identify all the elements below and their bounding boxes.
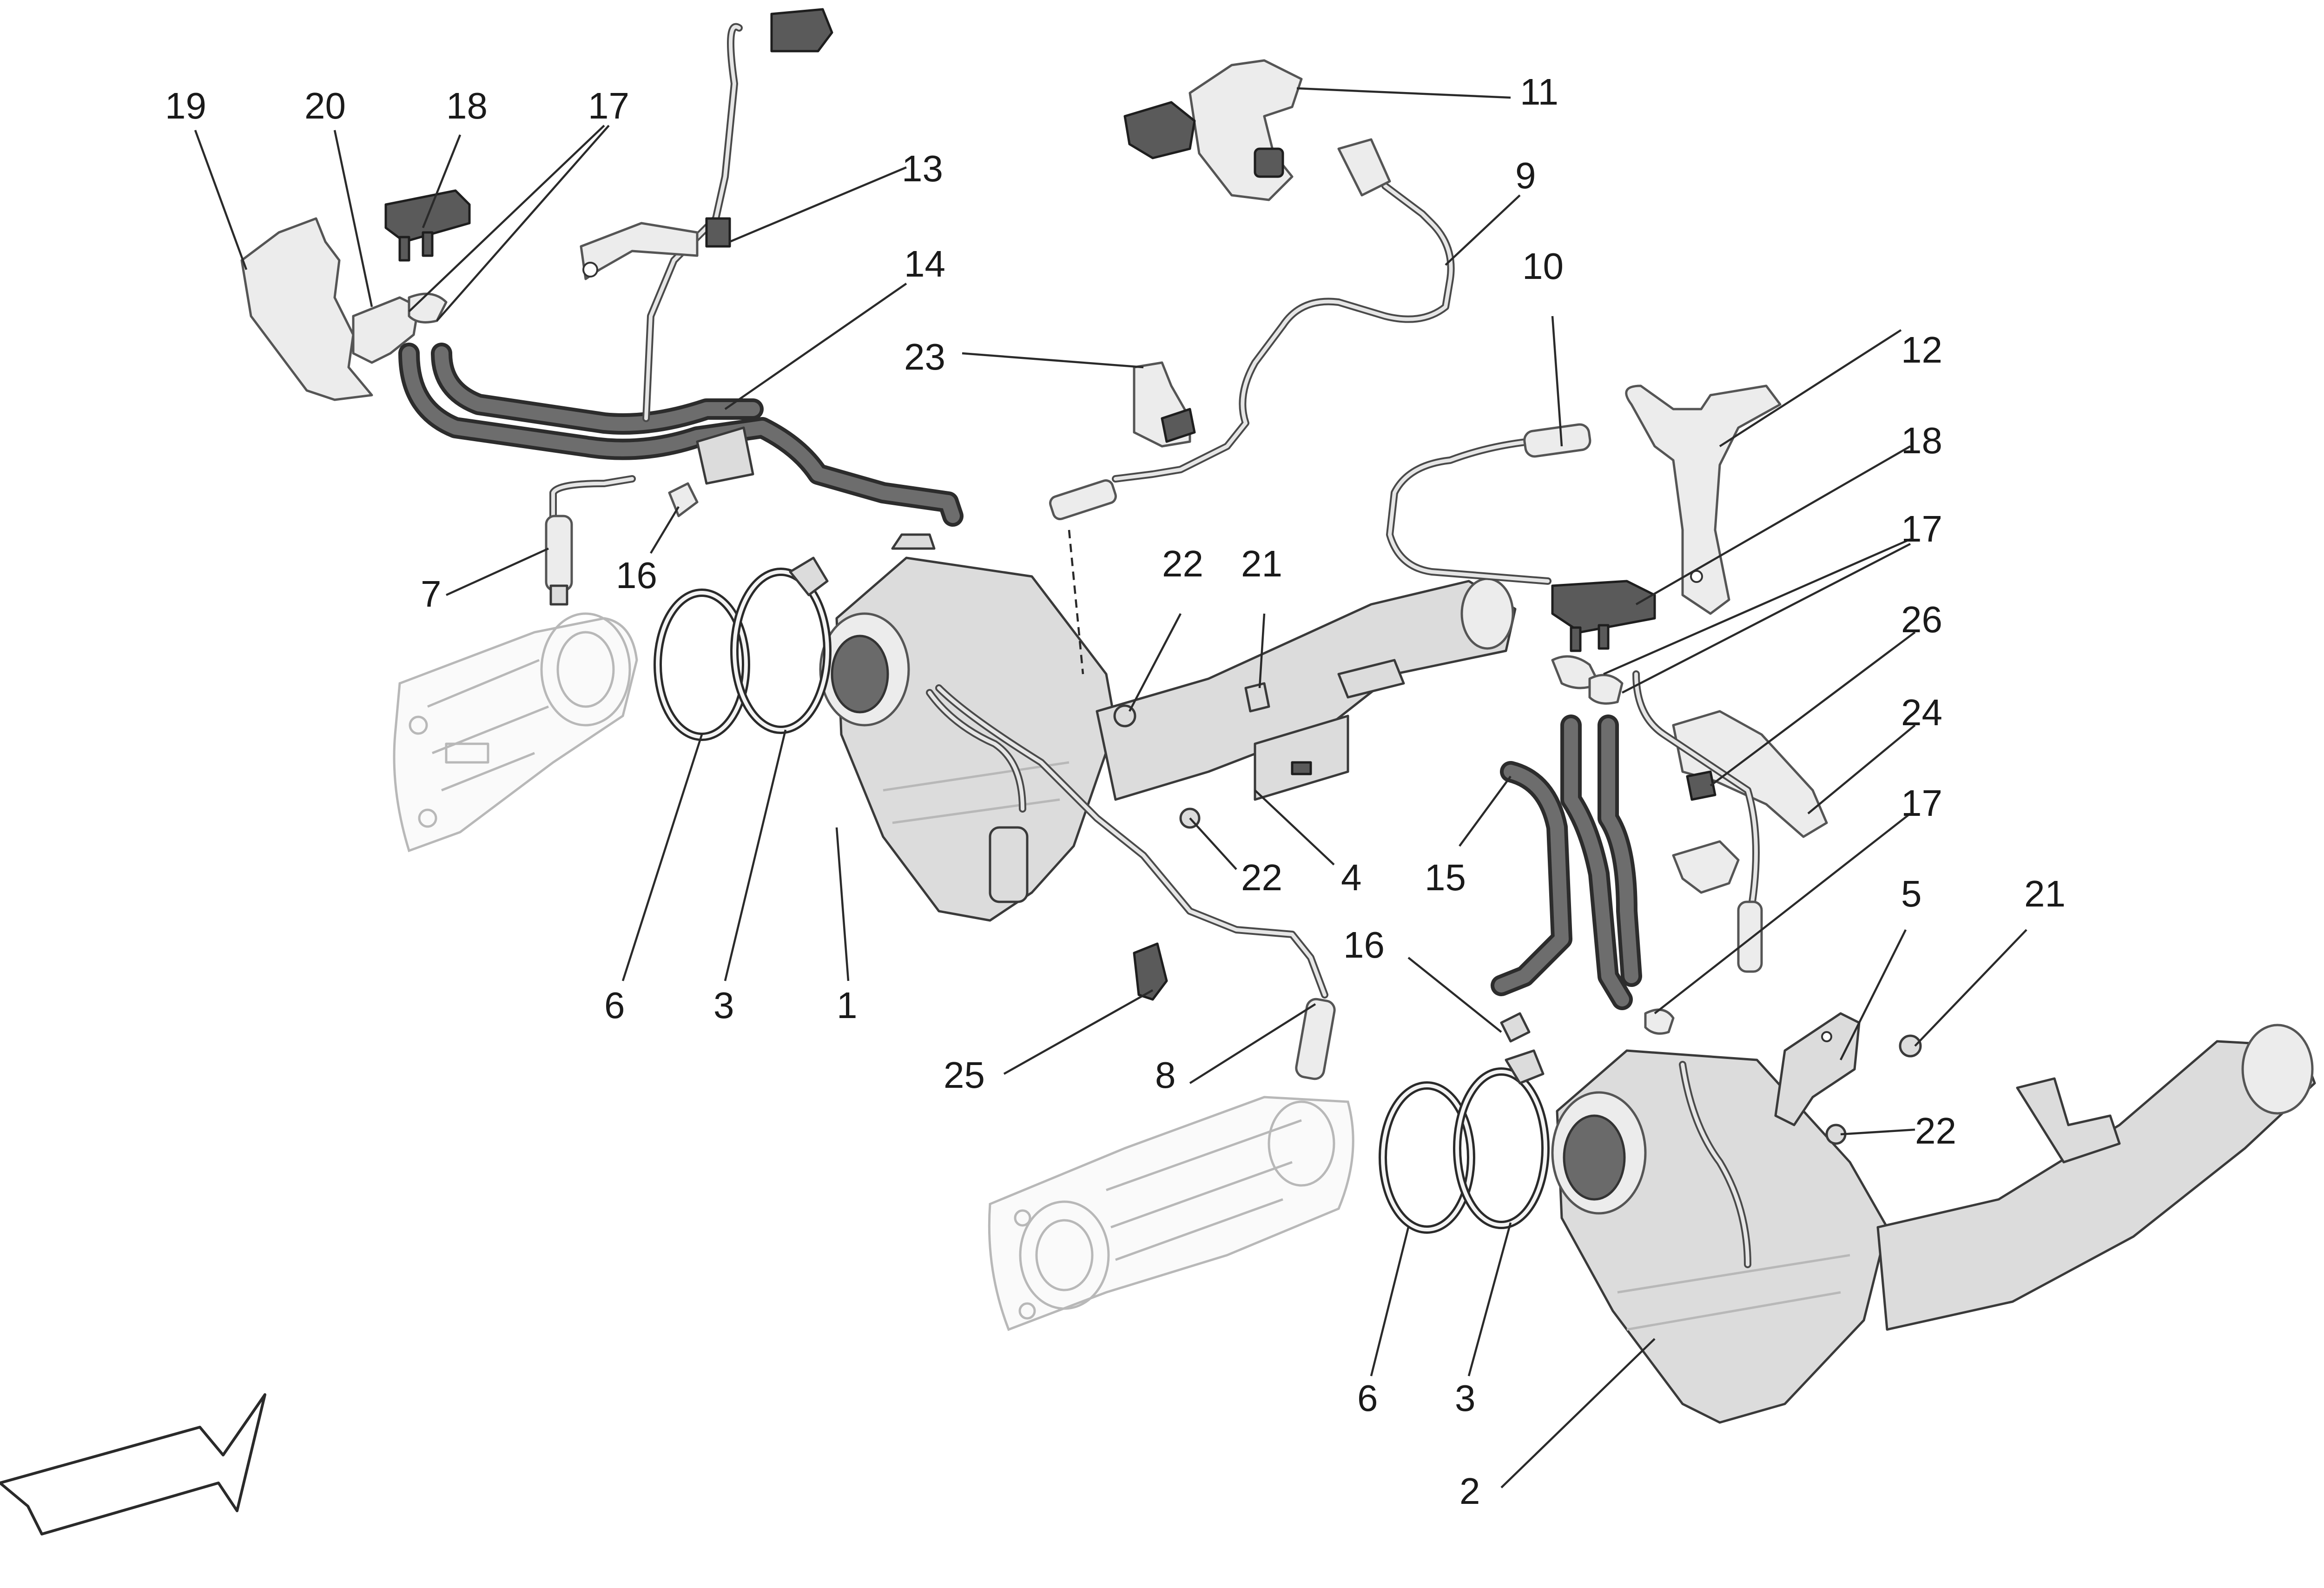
part-3-clamp-ring-upper — [730, 556, 832, 734]
callout-12: 12 — [1901, 329, 1942, 371]
part-17-clamp-upper — [408, 292, 448, 324]
part-8-lambda-sensor — [935, 684, 1336, 1080]
callout-18-upper: 18 — [446, 85, 488, 126]
callout-26: 26 — [1901, 599, 1942, 640]
part-2-catalytic-converter — [1551, 1024, 2316, 1424]
callout-8: 8 — [1155, 1054, 1176, 1096]
callout-4: 4 — [1341, 857, 1362, 898]
part-3-clamp-ring-lower — [1453, 1049, 1550, 1229]
part-5-bracket — [1774, 1012, 1861, 1126]
sensor-wire-right — [1632, 670, 1763, 973]
callout-23: 23 — [904, 336, 945, 377]
callout-1: 1 — [837, 985, 858, 1026]
part-1-catalytic-converter — [819, 533, 1117, 922]
callout-5: 5 — [1901, 873, 1922, 914]
part-7-lambda-sensor — [545, 475, 636, 606]
callout-22-lower: 22 — [1915, 1110, 1956, 1151]
part-21-bolt-upper — [1244, 682, 1270, 713]
part-17-clamp-lower — [1644, 1008, 1675, 1035]
callout-24: 24 — [1901, 692, 1942, 733]
callout-labels: 1 2 3 3 4 5 6 6 7 8 9 10 11 12 13 14 15 … — [165, 71, 2066, 1512]
callout-16-upper: 16 — [616, 555, 657, 596]
callout-7: 7 — [421, 573, 442, 615]
callout-10: 10 — [1522, 245, 1564, 287]
leader-lines — [194, 87, 2027, 1489]
callout-3-lower: 3 — [1455, 1377, 1476, 1419]
part-18-pressure-sensor-lower — [1551, 580, 1656, 652]
part-15-hose-assembly — [1491, 715, 1642, 1010]
callout-6-upper: 6 — [604, 985, 625, 1026]
part-18-pressure-sensor-upper — [384, 189, 471, 262]
callout-25: 25 — [944, 1054, 985, 1096]
callout-9: 9 — [1515, 155, 1536, 196]
callout-11: 11 — [1520, 71, 1558, 112]
part-20-bracket — [352, 296, 420, 364]
part-6-gasket-ring-lower — [1379, 1081, 1475, 1234]
part-10-lambda-sensor — [1386, 423, 1591, 585]
part-23-bracket — [1133, 361, 1196, 448]
part-4-exhaust-pipe — [1096, 577, 1517, 801]
part-13-sensor-wire — [580, 8, 833, 422]
part-24-bracket — [1672, 710, 1828, 894]
part-16-clip-lower — [1500, 1012, 1531, 1043]
callout-2: 2 — [1459, 1470, 1480, 1512]
part-11-bracket — [1123, 59, 1303, 201]
callout-22-middle: 22 — [1241, 857, 1282, 898]
part-19-bracket — [240, 217, 373, 401]
callout-6-lower: 6 — [1357, 1377, 1378, 1419]
part-9-lambda-sensor — [1049, 138, 1455, 521]
callout-3-upper: 3 — [713, 985, 734, 1026]
callout-14: 14 — [904, 243, 945, 285]
callout-17-right: 17 — [1901, 508, 1942, 549]
callout-22-upper: 22 — [1162, 543, 1203, 584]
ghost-manifold-right — [988, 1096, 1354, 1331]
part-25-clip — [1133, 942, 1168, 1001]
callout-13: 13 — [902, 148, 943, 189]
part-17-clamp-right — [1551, 655, 1624, 705]
direction-arrow-icon — [0, 1393, 266, 1535]
part-14-hose-assembly — [398, 343, 964, 527]
part-26-clip — [1686, 770, 1717, 801]
callout-17-lower: 17 — [1901, 782, 1942, 824]
callout-17-upper: 17 — [588, 85, 629, 126]
callout-19: 19 — [165, 85, 206, 126]
part-21-bolt-lower — [1899, 1034, 1922, 1058]
part-16-clip-upper — [668, 482, 699, 517]
part-22-nut-upper — [1113, 704, 1136, 728]
callout-15: 15 — [1425, 857, 1466, 898]
part-12-bracket — [1625, 384, 1782, 615]
ghost-manifold-left — [393, 612, 638, 853]
callout-18-right: 18 — [1901, 420, 1942, 461]
callout-21-upper: 21 — [1241, 543, 1282, 584]
callout-16-lower: 16 — [1343, 924, 1385, 966]
callout-20: 20 — [304, 85, 346, 126]
callout-21-lower: 21 — [2024, 873, 2066, 914]
